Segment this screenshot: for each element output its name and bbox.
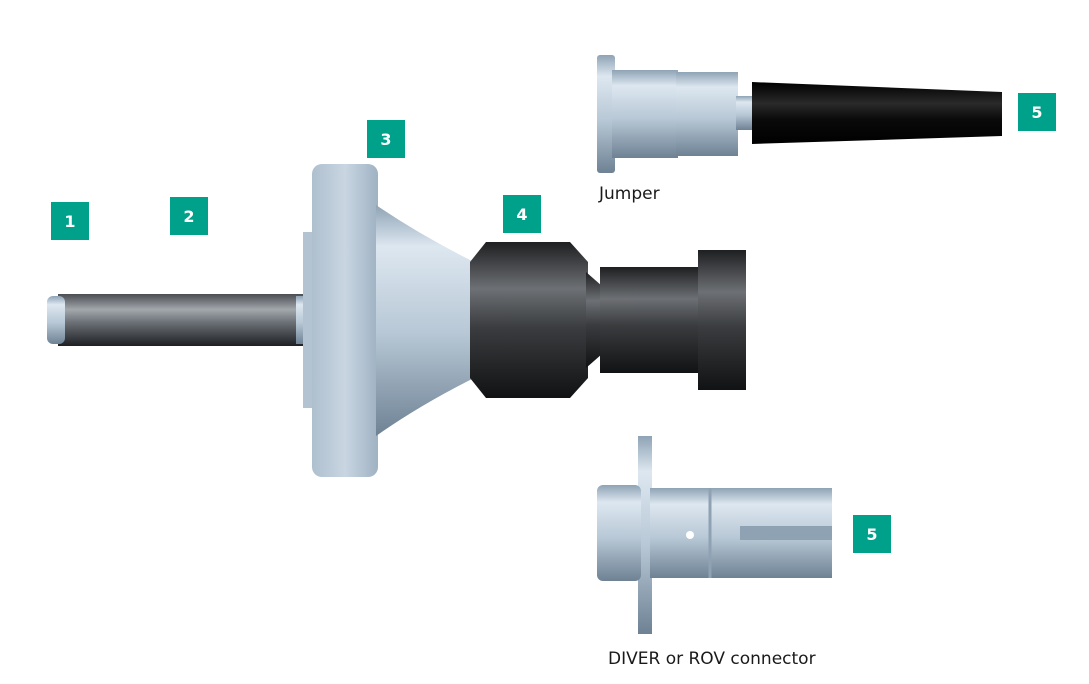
callout-5-jumper: 5 xyxy=(1018,93,1056,131)
callout-3: 3 xyxy=(367,120,405,158)
body-neck xyxy=(586,272,602,368)
flange xyxy=(312,164,378,477)
flange-cone xyxy=(376,205,474,436)
jumper-flange xyxy=(597,55,615,173)
rov-flange-plate xyxy=(638,436,652,634)
diver-rov-connector xyxy=(597,436,832,634)
rod-tip xyxy=(47,296,65,344)
body-ring xyxy=(470,242,588,398)
callout-5-diver-rov: 5 xyxy=(853,515,891,553)
jumper-connector xyxy=(597,55,1002,173)
callout-2: 2 xyxy=(170,197,208,235)
diver-rov-caption: DIVER or ROV connector xyxy=(608,649,816,669)
jumper-stem xyxy=(736,96,754,130)
callout-4: 4 xyxy=(503,195,541,233)
jumper-body-rear xyxy=(676,72,738,156)
callout-1: 1 xyxy=(51,202,89,240)
main-connector xyxy=(47,164,746,477)
rov-body-front xyxy=(597,485,641,581)
rov-slot xyxy=(740,526,832,540)
rov-hole xyxy=(686,531,694,539)
jumper-caption: Jumper xyxy=(599,184,660,204)
jumper-cable xyxy=(752,82,1002,144)
rod xyxy=(58,294,308,346)
jumper-body-front xyxy=(612,70,678,158)
body-cap xyxy=(698,250,746,390)
body-sleeve xyxy=(600,267,704,373)
